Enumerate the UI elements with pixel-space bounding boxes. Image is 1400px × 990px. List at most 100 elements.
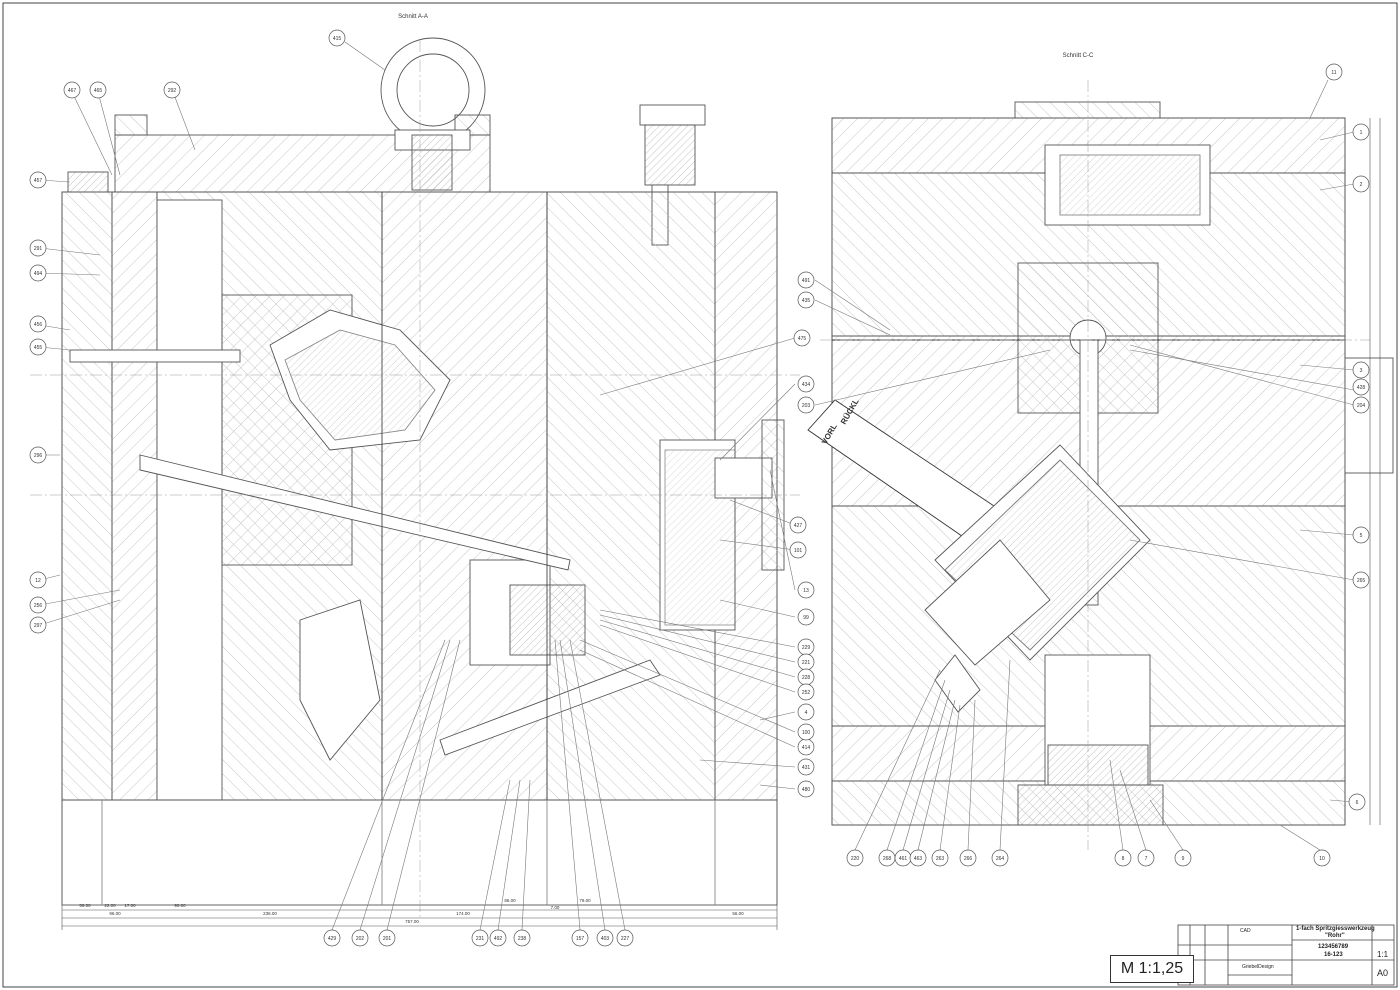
svg-text:435: 435 — [802, 298, 811, 304]
balloon-202: 202 — [351, 929, 369, 947]
balloon-252: 252 — [797, 683, 815, 701]
svg-text:429: 429 — [328, 936, 337, 942]
svg-text:494: 494 — [34, 271, 43, 277]
svg-text:434: 434 — [802, 382, 811, 388]
title-line-1: 1-fach Spritzgiesswerkzeug — [1296, 926, 1375, 932]
balloon-427: 427 — [789, 516, 807, 534]
balloon-231: 231 — [471, 929, 489, 947]
balloon-220: 220 — [846, 849, 864, 867]
dimension-5: 236.00 — [263, 911, 277, 916]
title-line-2: "Rohr" — [1325, 933, 1345, 939]
balloon-3: 3 — [1352, 361, 1370, 379]
svg-text:296: 296 — [34, 453, 43, 459]
company-name: GriebelDesign — [1242, 964, 1274, 970]
dimension-2: 17.00 — [124, 903, 136, 908]
section-title-left: Schnitt A-A — [398, 14, 428, 20]
svg-text:475: 475 — [798, 336, 807, 342]
balloon-492: 492 — [489, 929, 507, 947]
dimension-4: 90.00 — [174, 903, 186, 908]
balloon-99: 99 — [797, 608, 815, 626]
svg-text:101: 101 — [794, 548, 803, 554]
balloon-291: 291 — [29, 239, 47, 257]
svg-text:12: 12 — [35, 578, 41, 584]
balloon-296: 296 — [29, 446, 47, 464]
svg-text:228: 228 — [802, 675, 811, 681]
balloon-13: 13 — [797, 581, 815, 599]
balloon-100: 100 — [797, 723, 815, 741]
section-a-a — [61, 37, 785, 906]
balloon-457: 457 — [29, 171, 47, 189]
balloon-2: 2 — [1352, 175, 1370, 193]
center-lines-left — [30, 40, 800, 920]
svg-text:268: 268 — [883, 856, 892, 862]
balloon-8: 8 — [1114, 849, 1132, 867]
part-number: 16-123 — [1324, 952, 1343, 958]
svg-text:427: 427 — [794, 523, 803, 529]
balloon-227: 227 — [616, 929, 634, 947]
svg-text:403: 403 — [601, 936, 610, 942]
cad-label: CAD — [1240, 928, 1251, 934]
balloon-256: 256 — [29, 596, 47, 614]
balloon-221: 221 — [797, 653, 815, 671]
balloon-1: 1 — [1352, 123, 1370, 141]
center-lines-right — [820, 80, 1370, 850]
svg-text:292: 292 — [168, 88, 177, 94]
dimension-0: 56.00 — [79, 903, 91, 908]
svg-text:227: 227 — [621, 936, 630, 942]
svg-text:265: 265 — [1357, 578, 1366, 584]
svg-text:9: 9 — [1182, 856, 1185, 862]
section-title-right: Schnitt C-C — [1063, 53, 1094, 59]
svg-text:492: 492 — [494, 936, 503, 942]
svg-text:99: 99 — [803, 615, 809, 621]
dimension-lines-right — [1369, 118, 1381, 825]
svg-text:4: 4 — [805, 710, 808, 716]
title-block — [1177, 924, 1395, 986]
balloon-414: 414 — [797, 738, 815, 756]
scale-value: 1:1 — [1377, 950, 1389, 959]
svg-text:220: 220 — [851, 856, 860, 862]
balloon-10: 10 — [1313, 849, 1331, 867]
svg-text:467: 467 — [68, 88, 77, 94]
svg-text:456: 456 — [34, 322, 43, 328]
dimension-1: 22.00 — [104, 903, 116, 908]
svg-text:8: 8 — [1122, 856, 1125, 862]
balloon-6: 6 — [1348, 793, 1366, 811]
balloon-5: 5 — [1352, 526, 1370, 544]
svg-text:252: 252 — [802, 690, 811, 696]
svg-text:100: 100 — [802, 730, 811, 736]
balloon-435: 435 — [797, 291, 815, 309]
balloon-11: 11 — [1325, 63, 1343, 81]
svg-text:231: 231 — [476, 936, 485, 942]
balloon-203: 203 — [797, 396, 815, 414]
balloon-265: 265 — [1352, 571, 1370, 589]
balloon-263: 263 — [931, 849, 949, 867]
balloon-434: 434 — [797, 375, 815, 393]
balloon-475: 475 — [793, 329, 811, 347]
balloon-297: 297 — [29, 616, 47, 634]
svg-text:6: 6 — [1356, 800, 1359, 806]
balloon-229: 229 — [797, 638, 815, 656]
balloon-4: 4 — [797, 703, 815, 721]
balloon-292: 292 — [163, 81, 181, 99]
svg-text:201: 201 — [383, 936, 392, 942]
svg-text:266: 266 — [964, 856, 973, 862]
svg-text:221: 221 — [802, 660, 811, 666]
svg-text:491: 491 — [802, 278, 811, 284]
sheet-format: A0 — [1377, 968, 1389, 978]
svg-text:204: 204 — [1357, 403, 1366, 409]
svg-text:297: 297 — [34, 623, 43, 629]
balloon-455: 455 — [29, 338, 47, 356]
svg-text:264: 264 — [996, 856, 1005, 862]
svg-text:2: 2 — [1360, 182, 1363, 188]
svg-text:13: 13 — [803, 588, 809, 594]
leader-lines — [39, 41, 1355, 931]
balloon-461: 461 — [894, 849, 912, 867]
svg-text:202: 202 — [356, 936, 365, 942]
balloon-428: 428 — [1352, 378, 1370, 396]
balloon-403: 403 — [596, 929, 614, 947]
svg-text:1: 1 — [1360, 130, 1363, 136]
balloon-12: 12 — [29, 571, 47, 589]
svg-text:256: 256 — [34, 603, 43, 609]
